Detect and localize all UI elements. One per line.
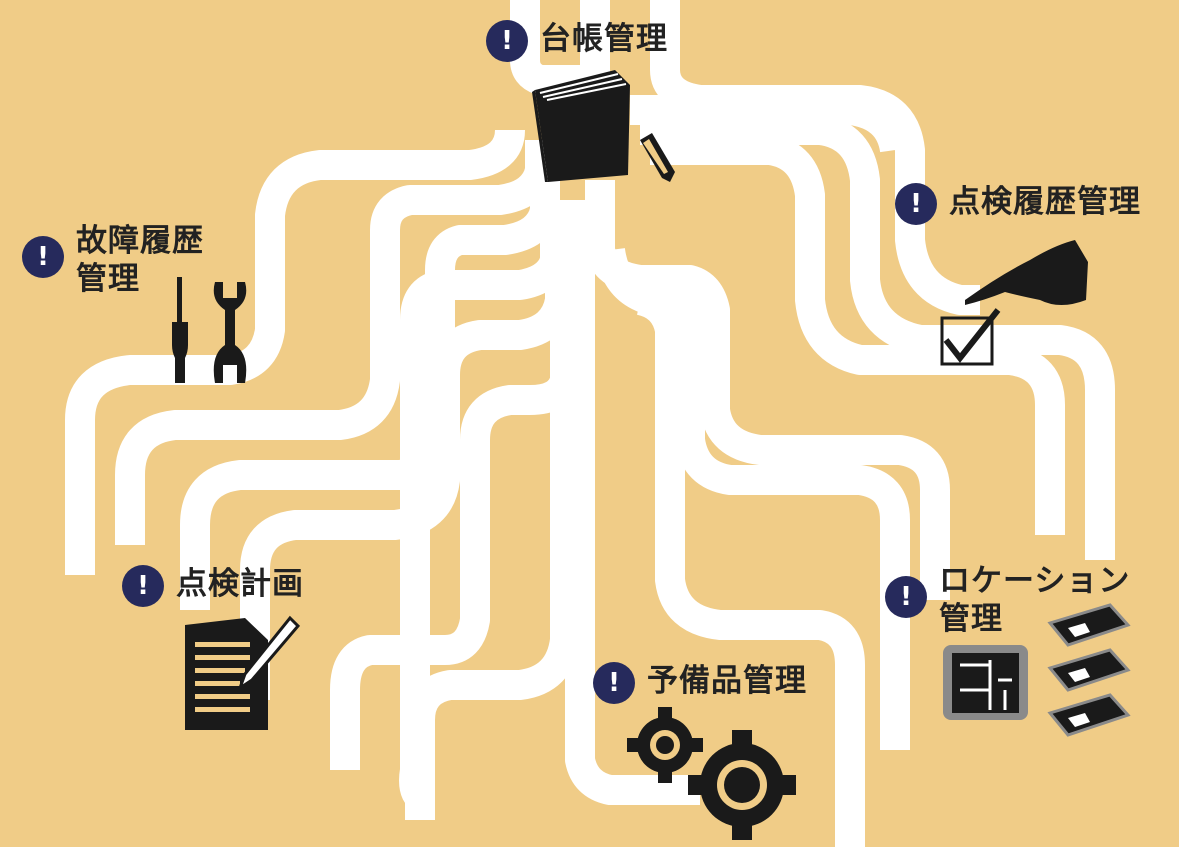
exclamation-icon: ! [22,236,64,278]
gears-icon [627,707,796,840]
exclamation-icon: ! [885,576,927,618]
screwdriver-wrench-icon [172,277,247,383]
exclamation-icon: ! [593,662,635,704]
road-center-left-3 [405,330,580,820]
road-trunk [510,0,610,95]
road-left-mid [115,140,555,545]
node-ledger-label: 台帳管理 [540,21,668,57]
road-right-to-location-2 [650,135,1065,535]
book-pencil-icon [532,70,675,182]
node-spare-parts[interactable]: ! 予備品管理 [593,662,807,704]
road-right-mid [630,95,910,153]
road-right-to-location-1 [640,115,1115,560]
pointing-hand-checkbox-icon [940,240,1088,366]
node-failure-history-label: 故障履歴 管理 [76,223,204,297]
floor-map-icon [943,603,1131,737]
road-network [65,0,1115,847]
node-location[interactable]: ! ロケーション 管理 [885,562,1130,638]
exclamation-icon: ! [486,20,528,62]
road-left-outer [65,128,525,575]
node-spare-parts-label: 予備品管理 [647,663,807,699]
node-inspection-history[interactable]: ! 点検履歴管理 [895,183,1141,225]
road-center-right [595,247,910,750]
node-location-label: ロケーション 管理 [939,563,1131,637]
node-ledger[interactable]: ! 台帳管理 [486,20,668,62]
node-inspection-history-label: 点検履歴管理 [949,184,1141,220]
node-inspection-plan[interactable]: ! 点検計画 [122,565,304,607]
exclamation-icon: ! [895,183,937,225]
node-failure-history[interactable]: ! 故障履歴 管理 [22,222,204,298]
exclamation-icon: ! [122,565,164,607]
road-center-right-down [636,285,865,847]
road-right-upper [650,0,980,315]
node-inspection-plan-label: 点検計画 [176,566,304,602]
document-pen-icon [185,615,301,730]
road-center-down [565,200,700,805]
road-left-inner-2 [240,220,575,700]
road-center-left-2 [330,300,580,770]
